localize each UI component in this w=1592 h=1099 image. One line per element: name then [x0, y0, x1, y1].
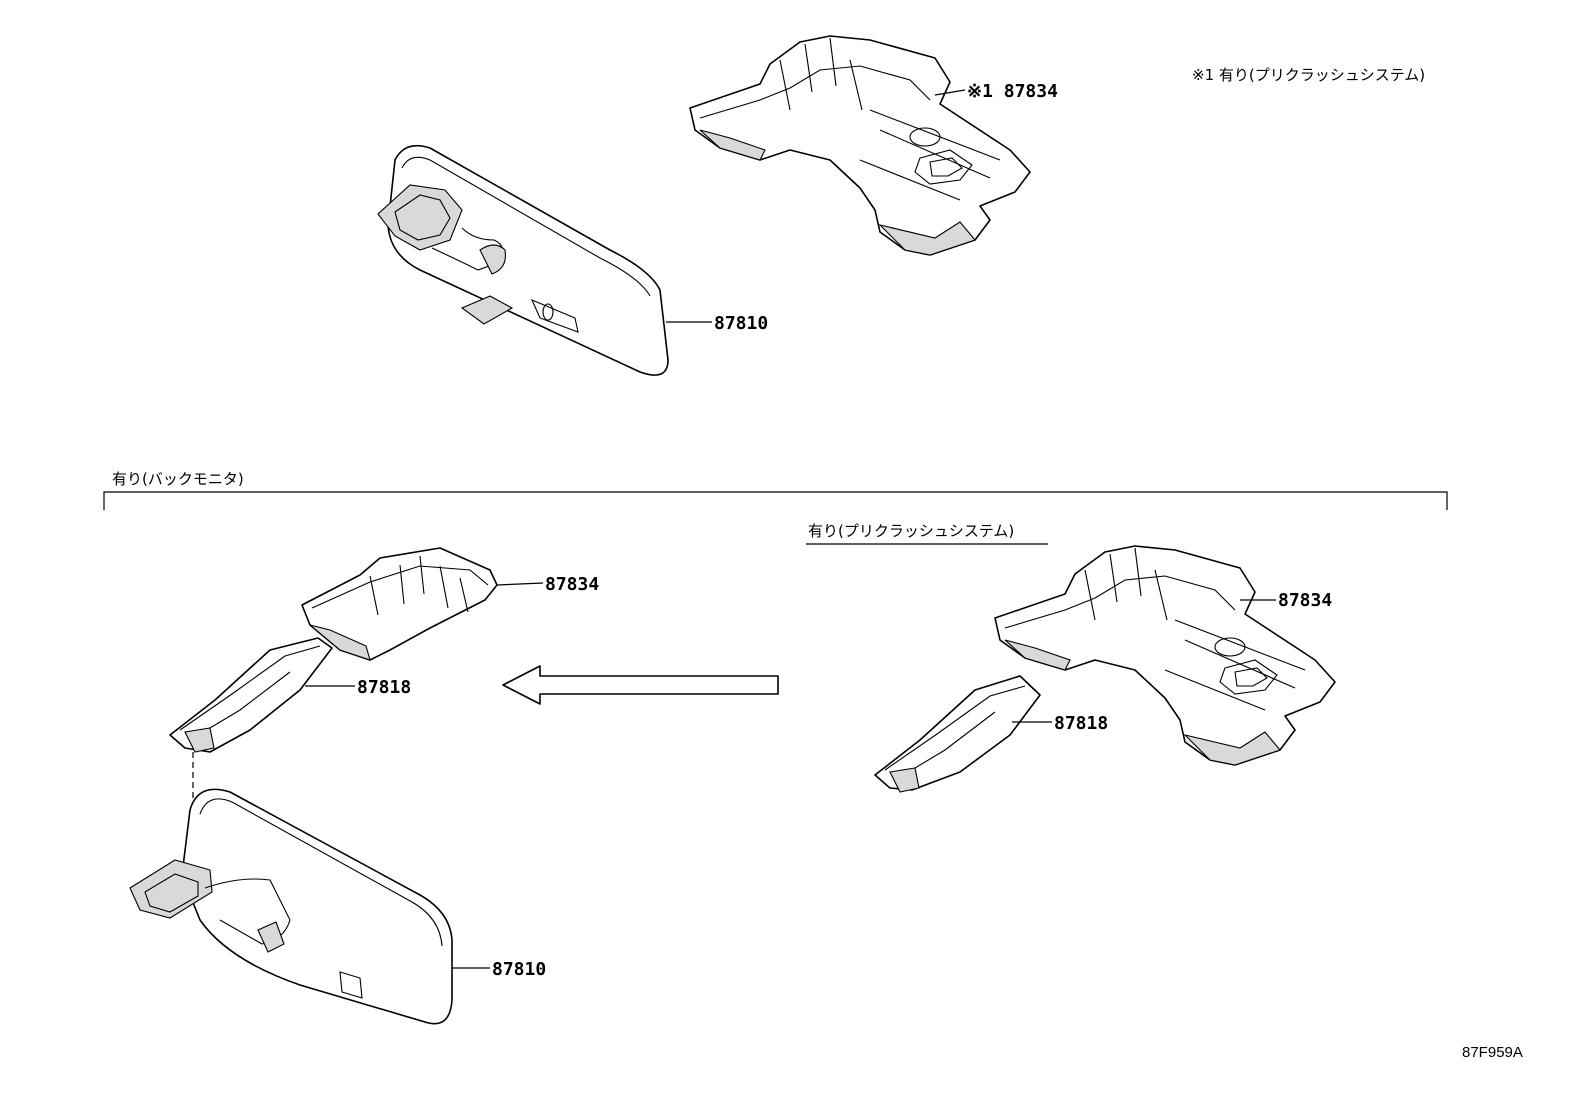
- callout-left-bracket: 87834: [545, 574, 599, 595]
- callout-top-mirror: 87810: [714, 313, 768, 334]
- right-cover-callout: 87818: [1012, 713, 1108, 734]
- top-mirror-87810: [377, 144, 669, 376]
- right-bracket-87834: [994, 545, 1336, 766]
- back-monitor-group: 有り(バックモニタ): [103, 470, 1448, 510]
- top-bracket-87834: [689, 35, 1031, 256]
- footnote-note: ※1 有り(プリクラッシュシステム): [1192, 66, 1425, 84]
- left-cover-87818: [169, 637, 333, 753]
- right-cover-87818: [874, 675, 1041, 793]
- right-bracket-callout: 87834: [1240, 590, 1332, 611]
- left-mirror-callout: 87810: [452, 959, 546, 980]
- callout-left-cover: 87818: [357, 677, 411, 698]
- replacement-arrow: [502, 665, 779, 705]
- callout-right-bracket: 87834: [1278, 590, 1332, 611]
- back-monitor-group-label: 有り(バックモニタ): [112, 470, 244, 488]
- left-bracket-87834: [301, 547, 498, 661]
- illustration-code: 87F959A: [1462, 1044, 1523, 1061]
- callout-right-cover: 87818: [1054, 713, 1108, 734]
- top-mirror-callout: 87810: [666, 313, 768, 334]
- left-bracket-callout: 87834: [496, 574, 599, 595]
- pre-crash-group: 有り(プリクラッシュシステム): [806, 522, 1048, 545]
- left-mirror-87810: [129, 788, 453, 1025]
- callout-top-bracket: ※1 87834: [967, 81, 1058, 102]
- callout-left-mirror: 87810: [492, 959, 546, 980]
- pre-crash-group-label: 有り(プリクラッシュシステム): [808, 522, 1014, 540]
- top-bracket-callout: ※1 87834: [934, 81, 1058, 102]
- left-cover-callout: 87818: [305, 677, 411, 698]
